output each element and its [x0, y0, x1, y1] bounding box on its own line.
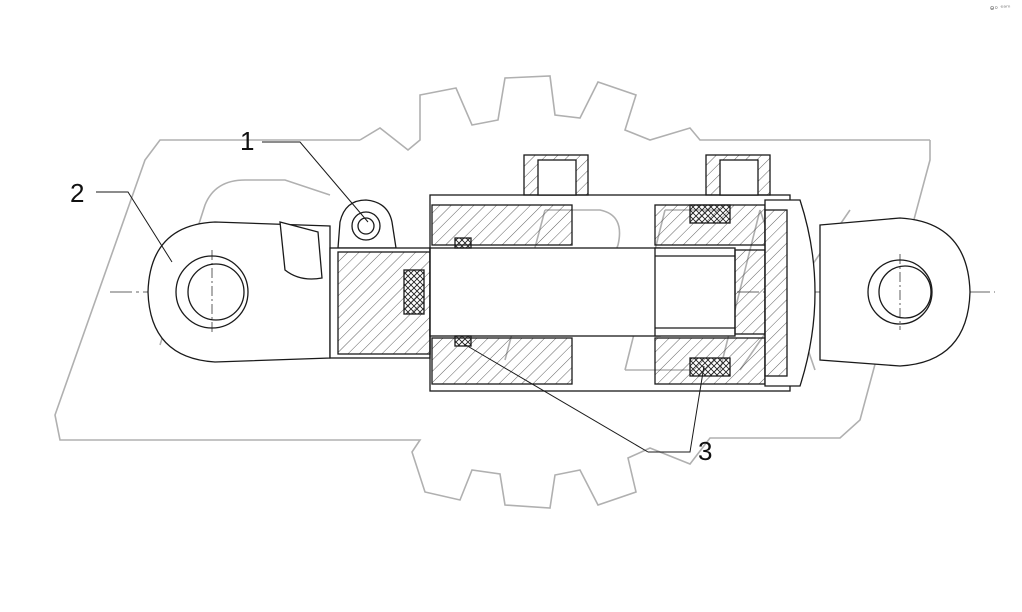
- leader-1: [262, 141, 369, 223]
- piston-seal-top: [689, 204, 731, 224]
- leader-2: [96, 191, 173, 263]
- rod-eye-bore-inner: [187, 263, 245, 321]
- grease-fitting: [337, 199, 397, 249]
- leader-lines: [96, 141, 705, 453]
- piston-seal-bottom: [689, 357, 731, 377]
- cap-eye-bore-inner: [878, 265, 932, 319]
- watermark-letter-o: [159, 179, 331, 346]
- callout-1: 1: [240, 126, 254, 156]
- leader-3a: [648, 365, 705, 453]
- leader-3b: [463, 343, 649, 453]
- cylinder-body: [429, 154, 816, 392]
- piston-rod: [329, 247, 766, 359]
- gland-seal-bottom: [454, 335, 472, 347]
- gland-seal-top: [454, 237, 472, 249]
- cap-end-eye: [819, 217, 971, 367]
- rod-end-eye: [147, 221, 331, 363]
- watermark-gear-outline: [54, 75, 931, 509]
- callout-3: 3: [698, 436, 712, 466]
- corner-mark: ⱺ⸰ ᵉᵃᵐ: [990, 4, 1011, 12]
- callout-2: 2: [70, 178, 84, 208]
